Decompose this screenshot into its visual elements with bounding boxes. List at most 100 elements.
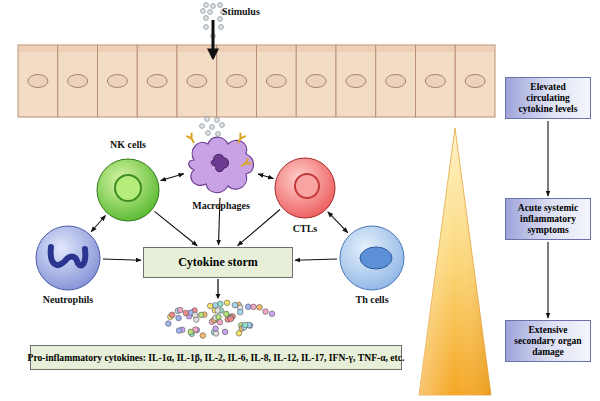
stage-box: Extensive secondary organ damage — [505, 320, 591, 362]
cell-nucleus — [227, 75, 247, 88]
connector-arrow — [154, 211, 197, 245]
cytokine-particle — [242, 322, 248, 328]
epithelial-cell — [336, 45, 376, 117]
macrophage-nucleus — [211, 154, 228, 171]
cell-nucleus — [28, 75, 48, 88]
connector-arrow — [238, 209, 280, 245]
process-box: Cytokine storm — [143, 247, 293, 278]
cell-nucleus — [115, 175, 141, 201]
cytokine-particle — [223, 311, 229, 317]
cytokine-particle — [192, 312, 198, 318]
macrophage-cell: Macrophages — [184, 130, 258, 196]
cell-shade — [178, 46, 216, 52]
cell-nucleus — [187, 75, 207, 88]
cytokine-particle — [236, 331, 242, 337]
th-cell: Th cells — [339, 225, 405, 291]
cytokine-particle — [232, 302, 238, 308]
release-arrow — [217, 279, 218, 298]
stimulus-particle — [215, 118, 220, 123]
cell-body — [340, 226, 404, 290]
stimulus-particle — [218, 17, 223, 22]
stimulus-particle — [208, 10, 213, 15]
cell-nucleus — [425, 75, 445, 88]
stimulus-particle — [204, 16, 209, 21]
connector-arrow — [295, 259, 337, 260]
cell-label: Neutrophils — [13, 294, 123, 305]
stimulus-arrow — [212, 20, 215, 58]
cell-illustration — [339, 225, 405, 291]
cytokine-particle — [177, 307, 183, 313]
epithelial-cell — [137, 45, 177, 117]
box-text: Extensive secondary organ damage — [508, 325, 588, 358]
receptor-symbol — [240, 158, 252, 168]
cytokine-particle — [222, 329, 228, 335]
cell-nucleus — [306, 75, 326, 88]
cell-nucleus — [295, 174, 319, 198]
cytokine-particle — [218, 301, 224, 307]
cytokine-particle — [169, 312, 175, 318]
connector-arrow — [547, 121, 548, 196]
box-text: Elevated circulating cytokine levels — [508, 82, 588, 115]
connector-arrow — [161, 174, 184, 181]
cytokine-particle — [217, 319, 223, 325]
cell-shade — [337, 46, 375, 52]
macrophage-body — [189, 137, 254, 192]
cell-body — [36, 226, 100, 290]
cytokine-particle — [183, 310, 189, 316]
cell-shade — [417, 46, 455, 52]
stimulus-particle — [211, 4, 216, 9]
stimulus-particle — [210, 125, 215, 130]
stimulus-particle — [218, 3, 223, 8]
nk-cell: NK cells — [96, 158, 160, 222]
epithelial-cell — [376, 45, 416, 117]
stimulus-particle — [204, 3, 209, 8]
epithelial-cell — [18, 45, 58, 117]
connector-arrow — [91, 215, 105, 231]
cell-illustration — [184, 130, 258, 196]
cytokine-particle — [207, 303, 213, 309]
stimulus-particles — [200, 3, 226, 137]
cytokine-particle — [257, 304, 263, 310]
stimulus-particle — [200, 124, 205, 129]
cell-label: CTLs — [250, 223, 360, 234]
cell-body — [275, 158, 335, 218]
cell-nucleus — [51, 247, 86, 265]
cell-shade — [297, 46, 335, 52]
cell-nucleus — [147, 75, 167, 88]
connector-arrow — [103, 259, 141, 260]
intensity-triangle-shade — [419, 128, 491, 395]
cytokine-particle — [213, 326, 219, 332]
cytokine-particle — [176, 315, 182, 321]
stimulus-particle — [205, 117, 210, 122]
cytokine-particle — [166, 321, 172, 327]
cell-nucleus — [360, 247, 392, 269]
connector-arrow — [328, 212, 348, 233]
stimulus-particle — [204, 25, 209, 30]
epithelial-cell — [296, 45, 336, 117]
cell-shade — [19, 46, 57, 52]
intensity-triangle — [419, 128, 491, 395]
epithelial-cell — [98, 45, 138, 117]
cell-shade — [377, 46, 415, 52]
cytokine-particle — [176, 328, 182, 334]
cell-illustration — [35, 225, 101, 291]
cytokine-particle — [188, 329, 194, 335]
cell-illustration — [96, 158, 160, 222]
cytokine-particle — [200, 333, 206, 339]
stimulus-particle — [219, 25, 224, 30]
cell-shade — [99, 46, 137, 52]
stimulus-particle — [201, 9, 206, 14]
epithelial-layer — [18, 45, 495, 117]
cytokine-particle — [198, 312, 204, 318]
stage-box: Elevated circulating cytokine levels — [505, 77, 591, 119]
receptor-symbol — [235, 133, 245, 145]
connector-arrow — [219, 198, 220, 245]
cell-shade — [138, 46, 176, 52]
cell-illustration — [274, 157, 336, 219]
stimulus-particle — [206, 131, 211, 136]
connector-arrow — [547, 242, 548, 318]
connector-arrow — [258, 174, 273, 179]
cell-nucleus — [266, 75, 286, 88]
cell-label: Macrophages — [166, 200, 276, 211]
